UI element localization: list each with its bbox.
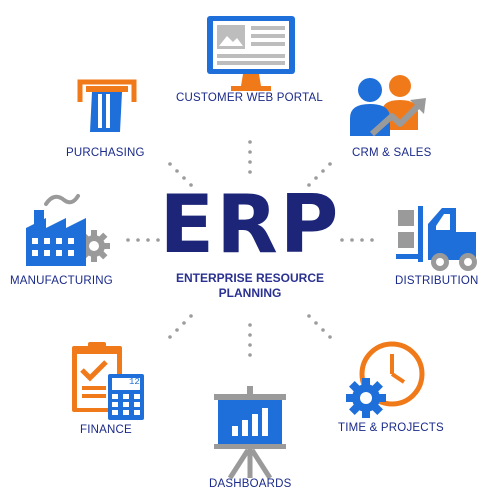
clock-gear-icon: [346, 341, 425, 418]
people-growth-icon: [350, 75, 426, 137]
erp-title: ERP: [159, 178, 341, 271]
erp-subtitle-line2: PLANNING: [218, 286, 282, 300]
clipboard-calculator-icon: [72, 342, 144, 420]
calculator-display-value: 12: [129, 377, 140, 387]
erp-subtitle-line1: ENTERPRISE RESOURCE: [175, 271, 325, 285]
card-terminal-icon: [77, 79, 137, 132]
label-crm-sales: CRM & SALES: [352, 147, 432, 159]
label-distribution: DISTRIBUTION: [395, 275, 479, 287]
forklift-icon: [396, 206, 477, 271]
label-manufacturing: MANUFACTURING: [10, 275, 113, 287]
label-finance: FINANCE: [80, 424, 132, 436]
factory-icon: [26, 194, 110, 266]
label-dashboards: DASHBOARDS: [209, 478, 292, 490]
monitor-icon: [207, 16, 295, 91]
presentation-board-icon: [214, 386, 286, 480]
label-customer-web-portal: CUSTOMER WEB PORTAL: [176, 92, 323, 104]
label-time-projects: TIME & PROJECTS: [338, 422, 444, 434]
label-purchasing: PURCHASING: [66, 147, 145, 159]
